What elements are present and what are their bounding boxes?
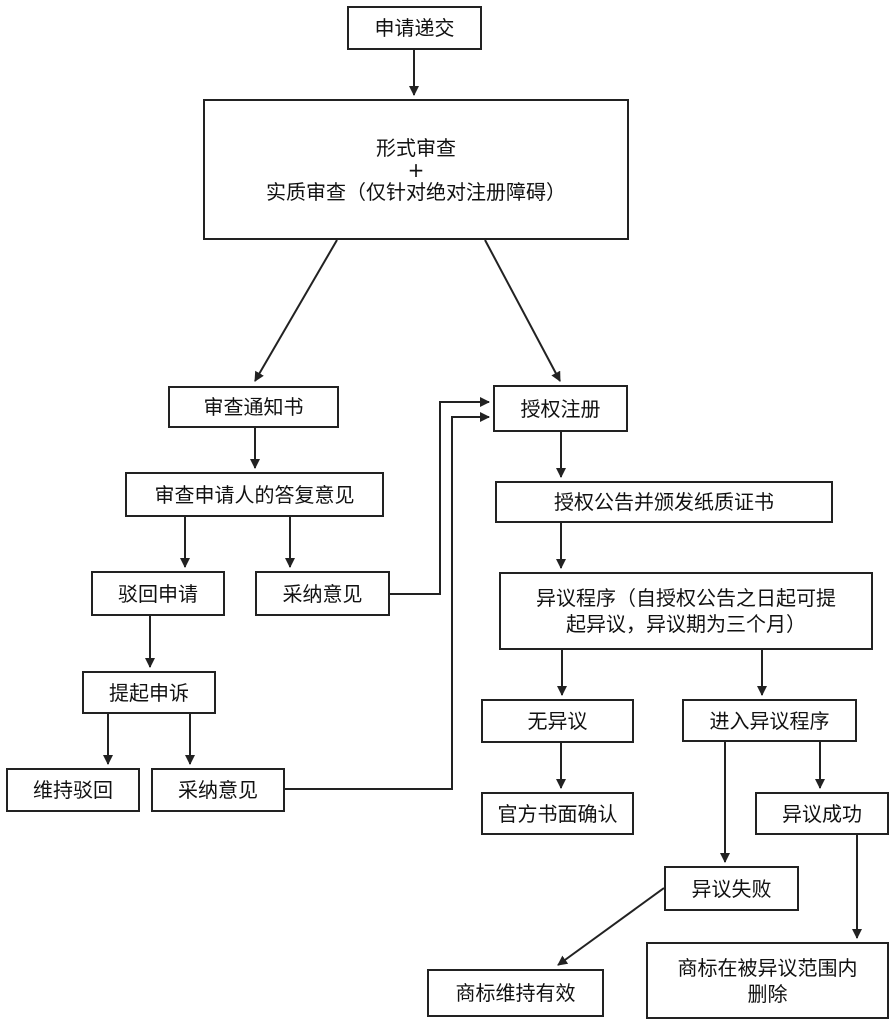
arrow-fail-to-valid xyxy=(557,887,665,966)
reject-node: 驳回申请 xyxy=(91,571,225,616)
delete-label-line2: 删除 xyxy=(747,981,788,1006)
exam-label-line2: + xyxy=(407,157,425,182)
delete-node: 商标在被异议范围内 删除 xyxy=(646,942,889,1019)
adopt2-node: 采纳意见 xyxy=(151,768,285,812)
no-opposition-label: 无异议 xyxy=(527,709,588,733)
submit-label: 申请递交 xyxy=(374,16,455,40)
official-confirm-label: 官方书面确认 xyxy=(497,801,618,826)
exam-label-line1: 形式审查 xyxy=(376,135,456,160)
reject-label: 驳回申请 xyxy=(118,581,198,606)
submit-node: 申请递交 xyxy=(347,6,482,50)
arrow-adopt1-to-grant xyxy=(390,397,490,595)
delete-label-line1: 商标在被异议范围内 xyxy=(677,955,858,980)
opposition-success-label: 异议成功 xyxy=(782,801,862,826)
opposition-success-node: 异议成功 xyxy=(755,792,889,835)
publish-label: 授权公告并颁发纸质证书 xyxy=(554,490,774,514)
grant-node: 授权注册 xyxy=(493,385,628,432)
reply-label: 审查申请人的答复意见 xyxy=(154,482,355,507)
opposition-label-line2: 起异议，异议期为三个月） xyxy=(566,612,806,636)
trademark-valid-node: 商标维持有效 xyxy=(427,969,604,1017)
adopt1-label: 采纳意见 xyxy=(282,581,363,606)
grant-label: 授权注册 xyxy=(520,396,601,421)
trademark-valid-label: 商标维持有效 xyxy=(455,981,576,1005)
official-confirm-node: 官方书面确认 xyxy=(481,792,634,835)
exam-label-line3: 实质审查（仅针对绝对注册障碍） xyxy=(266,179,566,204)
arrow-exam-to-notice xyxy=(254,239,338,382)
opposition-label-line1: 异议程序（自授权公告之日起可提 xyxy=(536,586,836,610)
notice-label: 审查通知书 xyxy=(203,395,304,419)
enter-opposition-node: 进入异议程序 xyxy=(682,699,857,742)
arrow-exam-to-grant xyxy=(484,239,561,382)
maintain-reject-label: 维持驳回 xyxy=(33,778,113,802)
publish-node: 授权公告并颁发纸质证书 xyxy=(495,481,833,523)
notice-node: 审查通知书 xyxy=(168,386,339,428)
adopt2-label: 采纳意见 xyxy=(178,778,258,802)
adopt1-node: 采纳意见 xyxy=(255,571,390,616)
reply-node: 审查申请人的答复意见 xyxy=(125,472,384,517)
exam-node: 形式审查 + 实质审查（仅针对绝对注册障碍） xyxy=(203,99,629,240)
appeal-label: 提起申诉 xyxy=(109,680,189,705)
maintain-reject-node: 维持驳回 xyxy=(6,768,140,812)
appeal-node: 提起申诉 xyxy=(82,671,216,714)
no-opposition-node: 无异议 xyxy=(481,699,634,743)
enter-opposition-label: 进入异议程序 xyxy=(709,708,830,733)
arrow-adopt2-to-grant xyxy=(285,412,490,790)
opposition-fail-node: 异议失败 xyxy=(664,866,799,911)
opposition-node: 异议程序（自授权公告之日起可提 起异议，异议期为三个月） xyxy=(499,572,873,650)
opposition-fail-label: 异议失败 xyxy=(691,876,772,901)
